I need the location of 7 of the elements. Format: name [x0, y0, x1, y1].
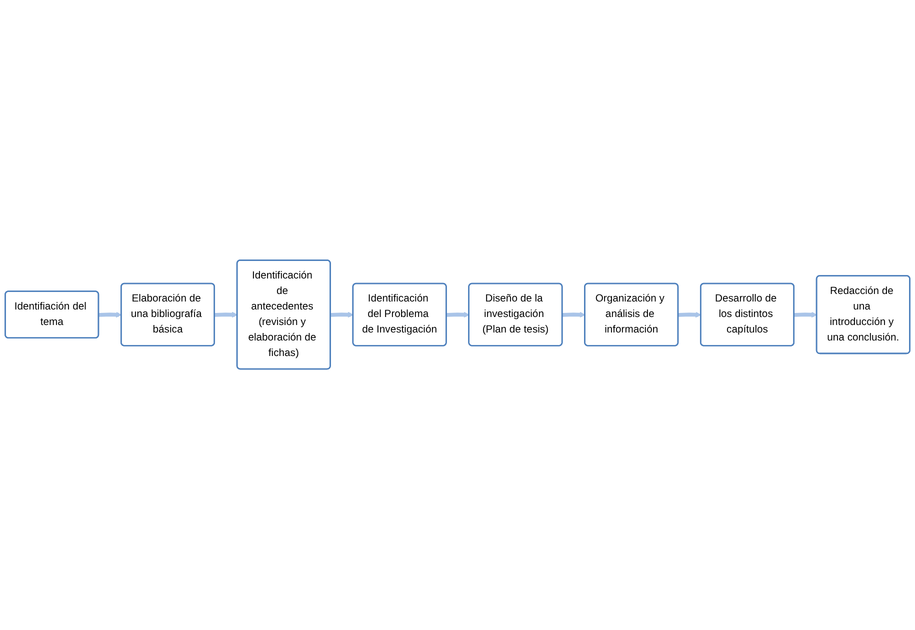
arrow	[330, 312, 354, 318]
arrow	[214, 312, 238, 318]
arrow	[794, 312, 818, 318]
arrow	[446, 312, 470, 318]
arrow	[98, 312, 122, 318]
arrow	[562, 312, 586, 318]
arrow	[678, 312, 702, 318]
